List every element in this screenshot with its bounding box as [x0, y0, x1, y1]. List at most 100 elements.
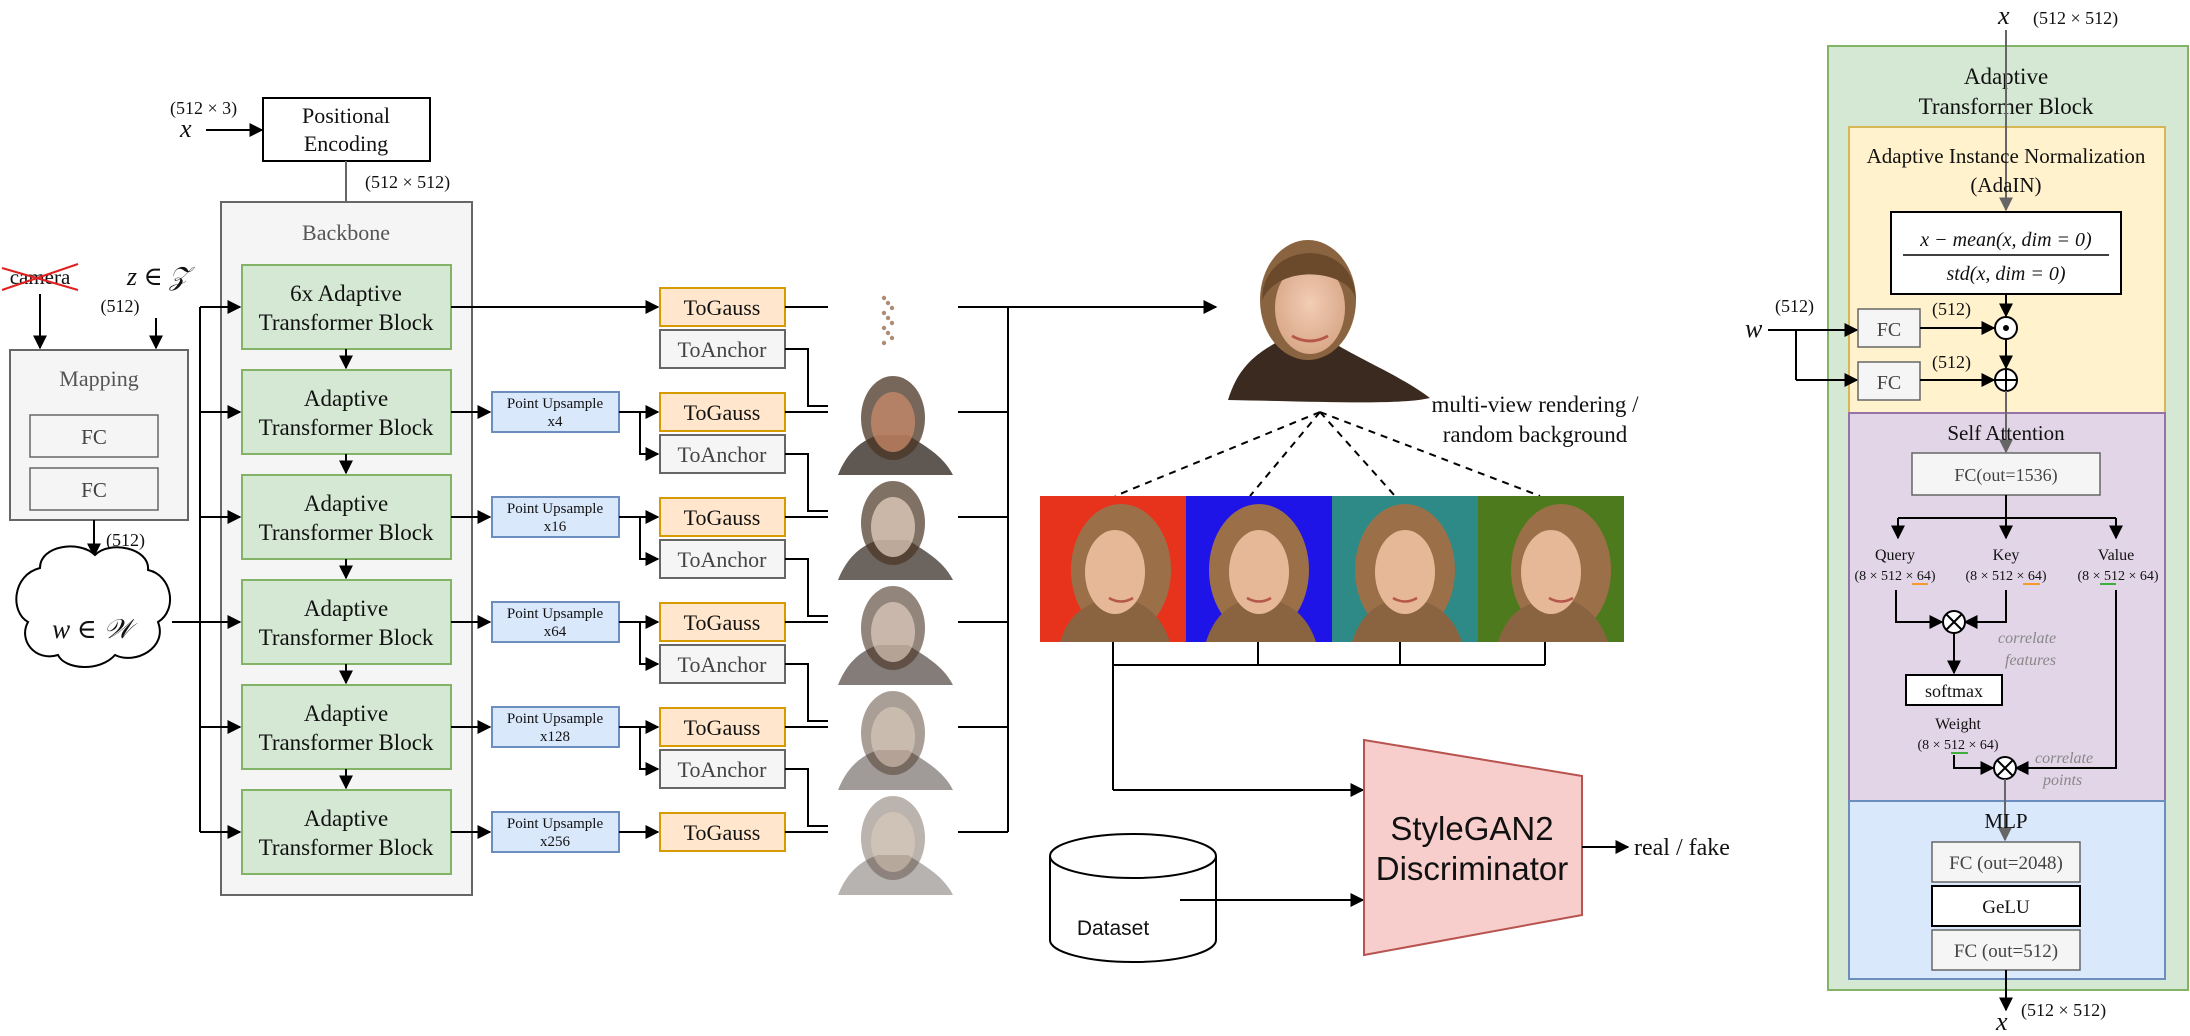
toanchor-label: ToAnchor: [678, 757, 768, 782]
transformer-block-detail: Adaptive Transformer Block x (512 × 512)…: [1745, 1, 2189, 1036]
value-label: Value: [2098, 547, 2134, 564]
adain-title-line2: (AdaIN): [1970, 173, 2041, 197]
formula-numerator: x − mean(x, dim = 0): [1919, 229, 2092, 251]
transformer-block-line1: Adaptive: [304, 701, 388, 726]
togauss-label: ToGauss: [684, 295, 761, 320]
point-upsample-box: [491, 811, 620, 853]
toanchor-box: [659, 434, 786, 474]
gaussian-renders: [838, 295, 953, 895]
camera-strike-1: [1, 267, 79, 291]
point-upsample-line1: Point Upsample: [507, 396, 604, 412]
mlp-fc1-label: FC (out=2048): [1949, 853, 2063, 874]
mapping-network: Mapping FC FC (512) w ∈ 𝒲: [9, 349, 189, 668]
togauss-label: ToGauss: [684, 715, 761, 740]
transformer-block-line1: 6x Adaptive: [290, 281, 402, 306]
discriminator-shape: [1363, 738, 1583, 957]
mapping-out-dim: (512): [106, 530, 145, 551]
mapping-fc2-label: FC: [81, 478, 107, 502]
point-upsample-line2: x4: [548, 414, 564, 430]
softmax-box: [1905, 674, 2003, 706]
anchor-to-next-line: [785, 663, 828, 722]
z-dim-label: (512): [101, 296, 140, 317]
positional-encoding-box: [262, 97, 431, 162]
transformer-block: [241, 684, 452, 770]
togauss-label: ToGauss: [684, 505, 761, 530]
point-upsample-box: [491, 601, 620, 643]
adain-formula-box: [1890, 211, 2122, 295]
mapping-fc2-box: [29, 467, 159, 511]
w-latent-cloud: [15, 545, 172, 668]
x-symbol: x: [179, 114, 192, 143]
views-to-discriminator: [1112, 642, 1546, 797]
mapping-title: Mapping: [59, 366, 138, 391]
adain-fc-dim2: (512): [1932, 352, 1971, 373]
mlp-gelu-box: [1931, 885, 2081, 927]
transformer-block-line2: Transformer Block: [259, 730, 434, 755]
togauss-label: ToGauss: [684, 820, 761, 845]
mlp-fc1-box: [1931, 841, 2081, 883]
togauss-box: [659, 497, 786, 537]
view-render-image: [1186, 496, 1332, 642]
transformer-block: [241, 369, 452, 455]
mlp-fc2-box: [1931, 929, 2081, 971]
togauss-box: [659, 812, 786, 852]
pe-out-dim: (512 × 512): [365, 172, 450, 193]
transformer-block-line1: Adaptive: [304, 386, 388, 411]
toanchor-label: ToAnchor: [678, 442, 768, 467]
gaussian-render-image: [838, 481, 953, 580]
key-label: Key: [1993, 547, 2020, 564]
gaussian-render-image: [838, 586, 953, 685]
transformer-block-line2: Transformer Block: [259, 520, 434, 545]
view-render-image: [1332, 496, 1478, 642]
toanchor-label: ToAnchor: [678, 652, 768, 677]
render-caption-line2: random background: [1443, 422, 1628, 447]
anchor-to-next-line: [785, 768, 828, 827]
value-dim: (8 × 512 × 64): [2077, 569, 2158, 584]
query-label: Query: [1875, 547, 1915, 564]
gaussian-render-image: [838, 796, 953, 895]
toanchor-box: [659, 749, 786, 789]
detail-w-dim: (512): [1775, 296, 1814, 317]
discriminator-line1: StyleGAN2: [1390, 810, 1553, 847]
mapping-fc1-box: [29, 414, 159, 458]
weight-label: Weight: [1935, 716, 1981, 733]
point-upsample-line2: x256: [540, 834, 571, 850]
gaussian-render-image: [838, 691, 953, 790]
transformer-block-line2: Transformer Block: [259, 310, 434, 335]
anchor-to-next-line: [785, 558, 828, 617]
point-upsample-line2: x64: [544, 624, 567, 640]
view-render-image: [1478, 496, 1624, 642]
transformer-block-line2: Transformer Block: [259, 835, 434, 860]
transformer-block-line1: Adaptive: [304, 491, 388, 516]
correlate-points-1: correlate: [2035, 750, 2093, 767]
detail-out-x: x: [1995, 1007, 2008, 1036]
mapping-fc1-label: FC: [81, 425, 107, 449]
fc-qkv-box: [1911, 452, 2101, 496]
correlate-points-2: points: [2042, 772, 2082, 789]
togauss-box: [659, 602, 786, 642]
view-render-image: [1040, 496, 1186, 642]
softmax-label: softmax: [1925, 681, 1983, 701]
z-label: z ∈ 𝒵: [126, 262, 195, 291]
toanchor-box: [659, 539, 786, 579]
point-upsample-line1: Point Upsample: [507, 501, 604, 517]
detail-w-symbol: w: [1745, 314, 1763, 343]
discriminator-line2: Discriminator: [1376, 850, 1569, 887]
adain-fc-bias: [1857, 361, 1921, 401]
togauss-box: [659, 707, 786, 747]
output-heads: ToGaussToAnchorToGaussToAnchorToGaussToA…: [659, 287, 828, 852]
w-injection-lines: [172, 300, 242, 839]
detail-in-dim: (512 × 512): [2033, 8, 2118, 29]
discriminator-output: real / fake: [1634, 835, 1730, 861]
gaussian-render-image: [881, 295, 895, 346]
x-dim-label: (512 × 3): [170, 98, 237, 119]
detail-in-x: x: [1997, 1, 2010, 30]
transformer-block: [241, 789, 452, 875]
multi-view-renders: [1040, 496, 1624, 642]
rendered-head-image: [1228, 240, 1430, 403]
query-dim: (8 × 512 × 64): [1854, 569, 1935, 584]
